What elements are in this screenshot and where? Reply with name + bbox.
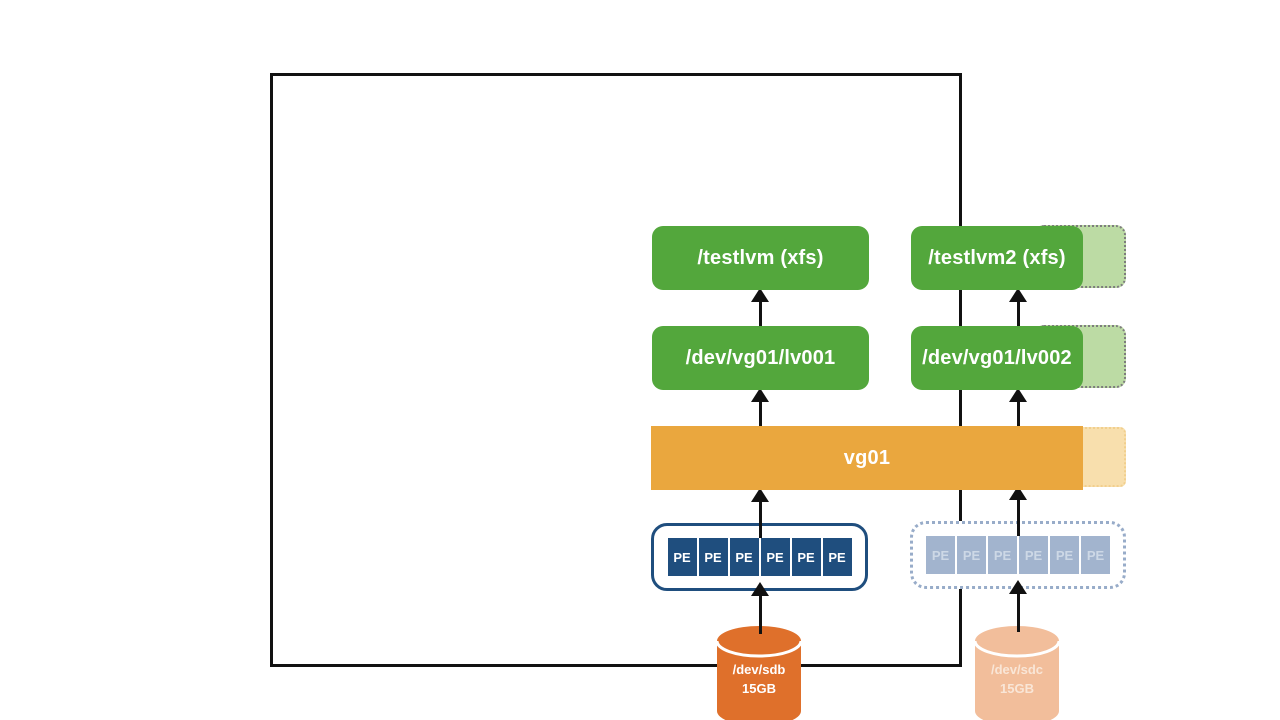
disk-size: 15GB bbox=[1000, 681, 1034, 696]
arrow-stem bbox=[1016, 302, 1020, 332]
arrow-stem bbox=[1016, 500, 1020, 536]
arrow-lv001-to-testlvm bbox=[751, 288, 769, 332]
pe-cell: PE bbox=[1019, 536, 1048, 574]
cylinder-shape bbox=[715, 626, 803, 720]
pe-cell: PE bbox=[822, 538, 852, 576]
disk-cylinder-sdc: /dev/sdc 15GB bbox=[973, 623, 1061, 720]
pe-cell: PE bbox=[1050, 536, 1079, 574]
vg-label: vg01 bbox=[843, 446, 891, 469]
filesystem-box-testlvm: /testlvm (xfs) bbox=[652, 226, 869, 290]
lv-label: /dev/vg01/lv001 bbox=[685, 346, 836, 369]
arrow-stem bbox=[758, 302, 762, 332]
pe-cell: PE bbox=[926, 536, 955, 574]
pe-cell: PE bbox=[1081, 536, 1110, 574]
pe-container-sdc: PE PE PE PE PE PE bbox=[910, 521, 1126, 589]
arrow-sdb-to-pe bbox=[751, 582, 769, 634]
arrow-vg01-to-lv001 bbox=[751, 388, 769, 430]
arrow-lv002-to-testlvm2 bbox=[1009, 288, 1027, 332]
arrow-vg01-to-lv002 bbox=[1009, 388, 1027, 430]
arrow-pe-sdc-to-vg01 bbox=[1009, 486, 1027, 536]
pe-cell: PE bbox=[988, 536, 1017, 574]
arrow-stem bbox=[758, 402, 762, 430]
pe-cell: PE bbox=[760, 538, 790, 576]
disk-name: /dev/sdc bbox=[990, 662, 1044, 677]
disk-name: /dev/sdb bbox=[732, 662, 786, 677]
lv-box-lv002: /dev/vg01/lv002 bbox=[911, 326, 1083, 390]
disk-label: /dev/sdb 15GB bbox=[715, 660, 803, 698]
arrowhead-icon bbox=[1009, 288, 1027, 302]
diagram-border: /testlvm (xfs) /testlvm2 (xfs) /dev/vg01… bbox=[270, 73, 1126, 720]
filesystem-box-testlvm2: /testlvm2 (xfs) bbox=[911, 226, 1083, 290]
arrowhead-icon bbox=[751, 388, 769, 402]
arrowhead-icon bbox=[1009, 388, 1027, 402]
pe-cell: PE bbox=[667, 538, 697, 576]
arrowhead-icon bbox=[1009, 580, 1027, 594]
pe-cell: PE bbox=[791, 538, 821, 576]
arrow-stem bbox=[758, 502, 762, 538]
lv-label: /dev/vg01/lv002 bbox=[922, 346, 1072, 369]
arrowhead-icon bbox=[751, 288, 769, 302]
volume-group-bar: vg01 bbox=[651, 426, 1083, 490]
cylinder-shape bbox=[973, 626, 1061, 720]
arrowhead-icon bbox=[751, 488, 769, 502]
pe-cell: PE bbox=[698, 538, 728, 576]
arrow-stem bbox=[758, 596, 762, 634]
lv-box-lv001: /dev/vg01/lv001 bbox=[652, 326, 869, 390]
arrow-stem bbox=[1016, 594, 1020, 632]
arrowhead-icon bbox=[751, 582, 769, 596]
pe-cell: PE bbox=[729, 538, 759, 576]
filesystem-label: /testlvm (xfs) bbox=[697, 246, 824, 269]
arrow-stem bbox=[1016, 402, 1020, 430]
disk-cylinder-sdb: /dev/sdb 15GB bbox=[715, 623, 803, 720]
arrow-sdc-to-pe bbox=[1009, 580, 1027, 632]
disk-size: 15GB bbox=[742, 681, 776, 696]
arrow-pe-sdb-to-vg01 bbox=[751, 488, 769, 538]
disk-label: /dev/sdc 15GB bbox=[973, 660, 1061, 698]
filesystem-label: /testlvm2 (xfs) bbox=[928, 246, 1066, 269]
pe-cell: PE bbox=[957, 536, 986, 574]
